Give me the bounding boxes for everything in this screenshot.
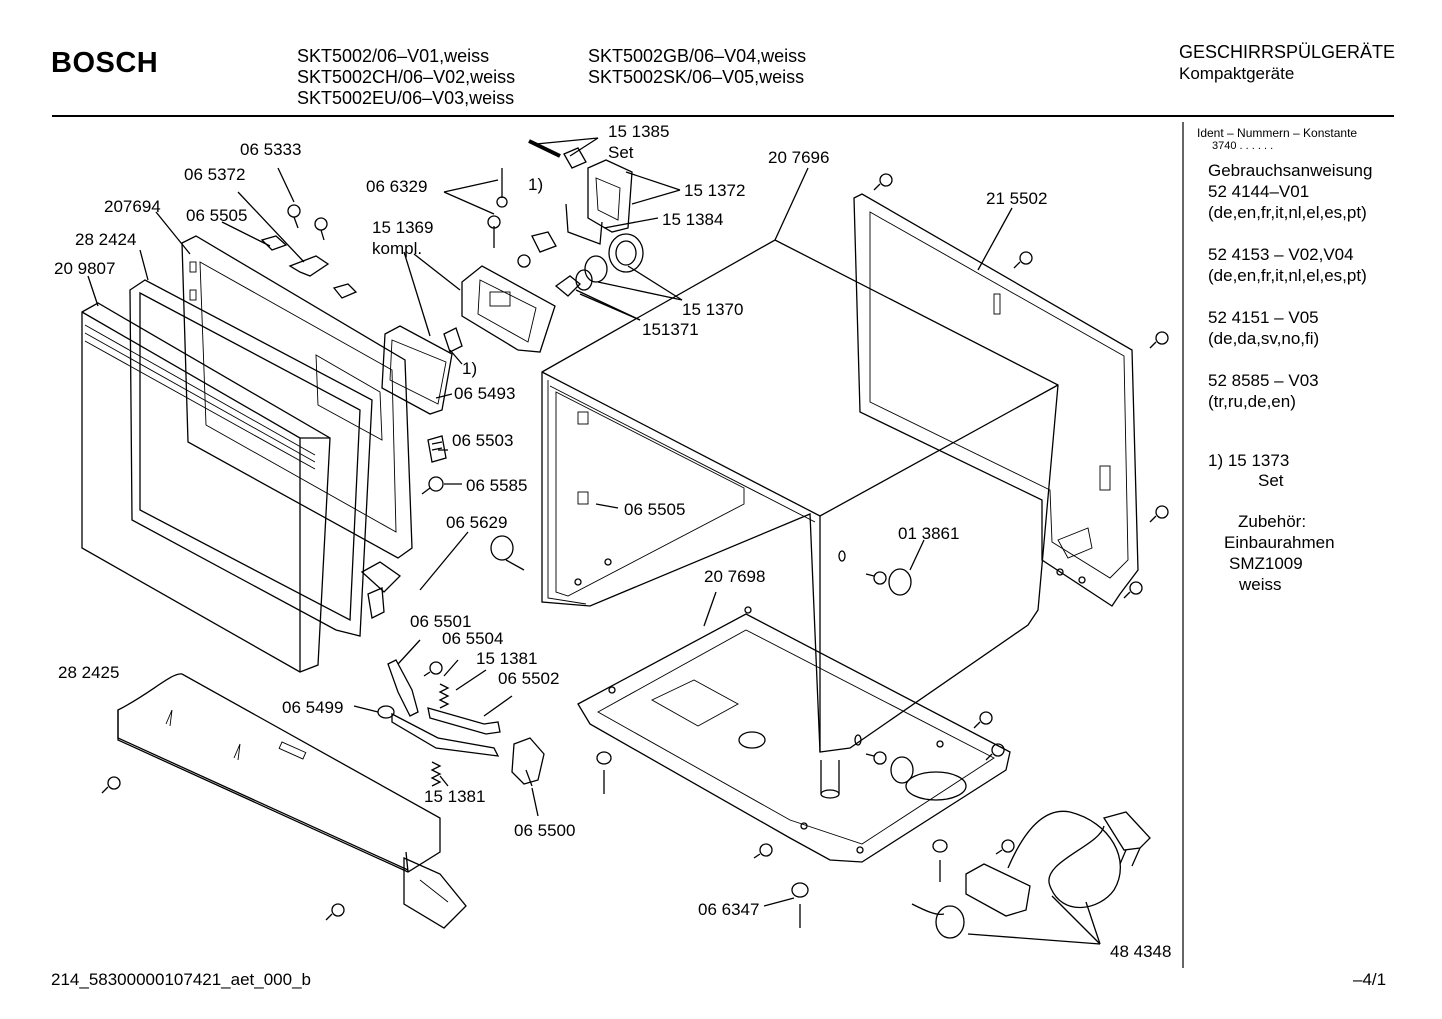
manual-number: 52 4144–V01 [1208,182,1310,201]
model-item: SKT5002GB/06–V04,weiss [588,46,807,66]
callout-label: 28 2425 [58,663,120,682]
callout-label: 06 5372 [184,165,246,184]
callout-label: Set [608,143,634,162]
callout-label: 15 1385 [608,122,670,141]
footnote-set: Set [1258,471,1284,490]
leader-lines [87,137,1101,945]
callout-label: 06 5503 [452,431,514,450]
category-subtitle: Kompaktgeräte [1179,64,1295,83]
callout-label: 06 5629 [446,513,508,532]
footnote-number: 1) 15 1373 [1208,451,1290,470]
callout-label: 1) [528,175,544,194]
hinge-clips [260,235,358,299]
callout-label: 06 5493 [454,384,516,403]
category-title: GESCHIRRSPÜLGERÄTE [1179,42,1396,62]
callout-label: 06 5499 [282,698,344,717]
callout-label: 15 1369 [372,218,434,237]
manual-number: 52 4151 – V05 [1208,308,1319,327]
page-number: –4/1 [1353,970,1387,989]
callout-label: 06 5504 [442,629,504,648]
callout-label: 06 5505 [186,206,248,225]
base-plate [577,606,1011,863]
callout-label: 06 5333 [240,140,302,159]
knobs-and-rings [487,168,644,297]
callout-label: 48 4348 [1110,942,1172,961]
callout-label: 01 3861 [898,524,960,543]
callout-label: 15 1381 [424,787,486,806]
power-cable [911,810,1151,939]
toe-kick-screws [101,776,345,921]
model-item: SKT5002CH/06–V02,weiss [297,67,516,87]
manual-langs: (de,en,fr,it,nl,el,es,pt) [1208,266,1367,285]
toe-kick-panel [117,673,467,929]
callout-label: 20 9807 [54,259,116,278]
callout-label: 207694 [104,197,161,216]
manual-number: 52 4153 – V02,V04 [1208,245,1354,264]
clip-065503 [427,435,447,463]
cabinet-body [541,239,1059,799]
screws-back [873,173,1169,761]
callout-label: 20 7696 [768,148,830,167]
callout-label: 06 5505 [624,500,686,519]
ident-heading: Ident – Nummern – Konstante [1197,126,1358,140]
door-seal-frame [129,279,373,637]
accessory-heading: Zubehör: [1238,512,1307,531]
callout-label: 06 6347 [698,900,760,919]
manual-langs: (de,en,fr,it,nl,el,es,pt) [1208,203,1367,222]
callout-label: 15 1384 [662,210,724,229]
model-item: SKT5002SK/06–V05,weiss [588,67,805,87]
screw-065585 [421,476,444,495]
callout-label: 151371 [642,320,699,339]
manual-langs: (tr,ru,de,en) [1208,392,1296,411]
callout-label: kompl. [372,239,423,258]
accessory-color: weiss [1239,575,1282,594]
bracket-065629 [360,561,402,619]
model-list-col1: SKT5002/06–V01,weiss SKT5002CH/06–V02,we… [297,46,515,109]
callout-label: 06 5501 [410,612,472,631]
latch-parts [377,659,545,787]
model-item: SKT5002/06–V01,weiss [297,46,490,66]
bracket-151372 [565,159,633,245]
feet-066347 [596,751,1015,928]
inner-door-panel [181,235,413,559]
back-panel [853,193,1139,607]
callout-label: 06 5585 [466,476,528,495]
callout-label: 28 2424 [75,230,137,249]
callout-label: 1) [462,359,478,378]
accessory-name: Einbaurahmen [1224,533,1335,552]
category-block: GESCHIRRSPÜLGERÄTE Kompaktgeräte [1179,42,1395,84]
manual-block: Gebrauchsanweisung 52 4144–V01 (de,en,fr… [1208,160,1372,412]
rod-151385 [528,139,587,169]
accessory-block: Zubehör: Einbaurahmen SMZ1009 weiss [1224,511,1335,595]
screws-065333 [287,204,328,241]
plug-013861 [865,568,914,784]
model-item: SKT5002EU/06–V03,weiss [297,88,515,108]
callout-label: 06 5502 [498,669,560,688]
brand-logo: BOSCH [51,47,159,79]
roller-left [490,535,525,571]
ident-value: 3740 . . . . . . [1212,140,1274,152]
control-module [443,265,556,353]
callout-label: 21 5502 [986,189,1048,208]
panel-gasket [381,325,453,415]
callout-label: 15 1381 [476,649,538,668]
callout-label: 15 1370 [682,300,744,319]
document-id: 214_58300000107421_aet_000_b [51,970,311,989]
manual-number: 52 8585 – V03 [1208,371,1319,390]
sidebar: Ident – Nummern – Konstante 3740 . . . .… [1197,126,1357,152]
manual-heading: Gebrauchsanweisung [1208,161,1373,180]
callout-label: 06 6329 [366,177,428,196]
model-list-col2: SKT5002GB/06–V04,weiss SKT5002SK/06–V05,… [588,46,806,88]
callout-label: 20 7698 [704,567,766,586]
callout-label: 06 5500 [514,821,576,840]
manual-langs: (de,da,sv,no,fi) [1208,329,1320,348]
accessory-code: SMZ1009 [1229,554,1303,573]
callout-label: 15 1372 [684,181,746,200]
